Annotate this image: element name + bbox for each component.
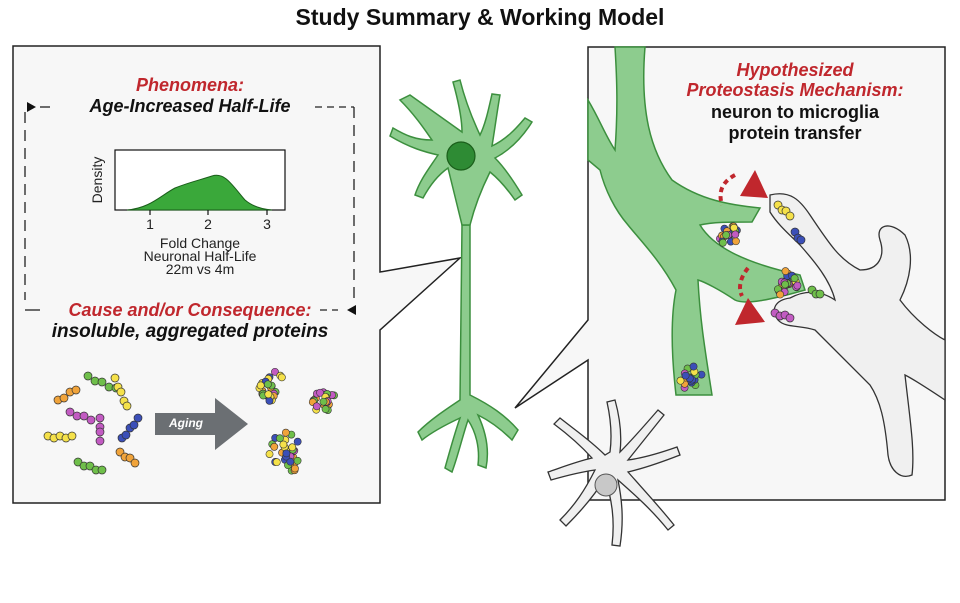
aging-arrow-label: Aging (169, 416, 203, 430)
transfer-triangle-top-icon (740, 170, 768, 198)
plot-xtick-2: 2 (204, 216, 212, 232)
microglia-nucleus (594, 473, 618, 497)
cause-text: insoluble, aggregated proteins (51, 321, 329, 342)
phenomena-text: Age-Increased Half-Life (89, 96, 291, 116)
neuron-nucleus (446, 141, 476, 171)
aging-arrow-icon (155, 398, 248, 450)
dashed-bracket (24, 106, 355, 311)
neuron-cell (389, 79, 534, 474)
soluble-proteins-icon (43, 371, 143, 475)
zoomed-dendrite (587, 46, 806, 396)
plot-xlabel-line1: Fold Change (159, 235, 241, 251)
zoomed-microglia (769, 193, 946, 477)
density-curve (126, 174, 273, 211)
microglia-cell (547, 399, 681, 547)
mechanism-heading-line1: Hypothesized (736, 60, 854, 80)
cause-heading: Cause and/or Consequence: (68, 300, 312, 320)
mechanism-subtitle-line2: protein transfer (728, 123, 862, 143)
left-panel (12, 45, 463, 504)
transferred-aggregates-icon (676, 200, 825, 392)
transfer-triangle-bottom-icon (735, 298, 765, 325)
transfer-dashes-icon (718, 173, 750, 297)
bracket-arrow-top-icon (27, 102, 36, 112)
plot-xtick-3: 3 (263, 216, 271, 232)
page-title: Study Summary & Working Model (295, 4, 665, 30)
plot-xtick-1: 1 (146, 216, 154, 232)
density-plot (114, 149, 286, 215)
mechanism-heading-line2: Proteostasis Mechanism: (686, 80, 904, 100)
mechanism-subtitle-line1: neuron to microglia (710, 102, 879, 122)
bracket-arrow-bottom-icon (347, 305, 356, 315)
aggregated-proteins-icon (255, 367, 338, 475)
plot-xlabel-line2: Neuronal Half-Life (143, 248, 257, 264)
phenomena-heading: Phenomena: (135, 75, 245, 95)
plot-ylabel: Density (89, 156, 105, 204)
plot-xlabel-line3: 22m vs 4m (165, 261, 235, 277)
right-panel (514, 46, 946, 501)
